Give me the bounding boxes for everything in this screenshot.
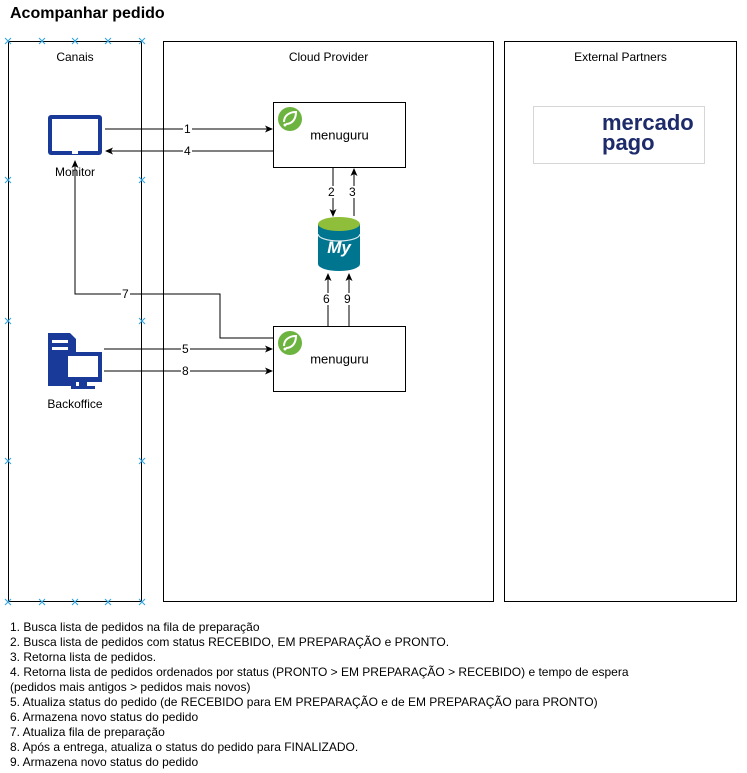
edge-label-1: 1 <box>183 122 192 136</box>
monitor-label: Monitor <box>54 165 95 179</box>
lane-external-partners[interactable]: External Partners <box>504 41 737 602</box>
edge-label-4: 4 <box>183 144 192 158</box>
mysql-database-icon[interactable]: My <box>317 217 361 271</box>
monitor-icon[interactable] <box>48 115 102 155</box>
edge-label-6: 6 <box>322 292 331 306</box>
lane-external-label: External Partners <box>574 50 667 64</box>
spring-icon <box>278 331 302 355</box>
backoffice-server-icon[interactable] <box>48 333 102 389</box>
edge-label-8: 8 <box>181 364 190 378</box>
legend-line: 9. Armazena novo status do pedido <box>10 755 199 769</box>
legend-line: (pedidos mais antigos > pedidos mais nov… <box>10 680 251 694</box>
menuguru-bottom-label: menuguru <box>310 351 369 367</box>
edge-7[interactable] <box>71 160 273 339</box>
lane-canais-label: Canais <box>56 50 94 64</box>
edge-label-9: 9 <box>343 292 352 306</box>
edge-label-5: 5 <box>181 342 190 356</box>
mercadopago-wordmark: mercado pago <box>602 110 694 155</box>
menuguru-service-bottom[interactable]: menuguru <box>273 326 406 392</box>
legend-line: 8. Após a entrega, atualiza o status do … <box>10 740 359 754</box>
legend-line: 5. Atualiza status do pedido (de RECEBID… <box>10 695 598 709</box>
mercadopago-line1: mercado <box>602 110 694 135</box>
lane-cloud-provider[interactable]: Cloud Provider <box>163 41 494 602</box>
backoffice-label: Backoffice <box>47 397 103 411</box>
legend-line: 4. Retorna lista de pedidos ordenados po… <box>10 665 629 679</box>
mysql-logo-text: My <box>327 238 352 257</box>
mercadopago-line2: pago <box>602 130 655 155</box>
edge-label-7: 7 <box>121 287 130 301</box>
menuguru-top-label: menuguru <box>310 127 369 143</box>
steps-legend: 1. Busca lista de pedidos na fila de pre… <box>10 620 629 770</box>
legend-line: 7. Atualiza fila de preparação <box>10 725 165 739</box>
selection-handles[interactable] <box>4 37 146 606</box>
legend-line: 3. Retorna lista de pedidos. <box>10 650 157 664</box>
legend-line: 6. Armazena novo status do pedido <box>10 710 199 724</box>
legend-line: 2. Busca lista de pedidos com status REC… <box>10 635 450 649</box>
edge-label-2: 2 <box>327 185 336 199</box>
menuguru-service-top[interactable]: menuguru <box>273 102 406 168</box>
legend-line: 1. Busca lista de pedidos na fila de pre… <box>10 620 260 634</box>
spring-icon <box>278 107 302 131</box>
page-title: Acompanhar pedido <box>10 5 165 22</box>
mercadopago-logo[interactable]: mercado pago <box>533 106 705 164</box>
edge-label-3: 3 <box>348 185 357 199</box>
lane-cloud-label: Cloud Provider <box>288 50 369 64</box>
